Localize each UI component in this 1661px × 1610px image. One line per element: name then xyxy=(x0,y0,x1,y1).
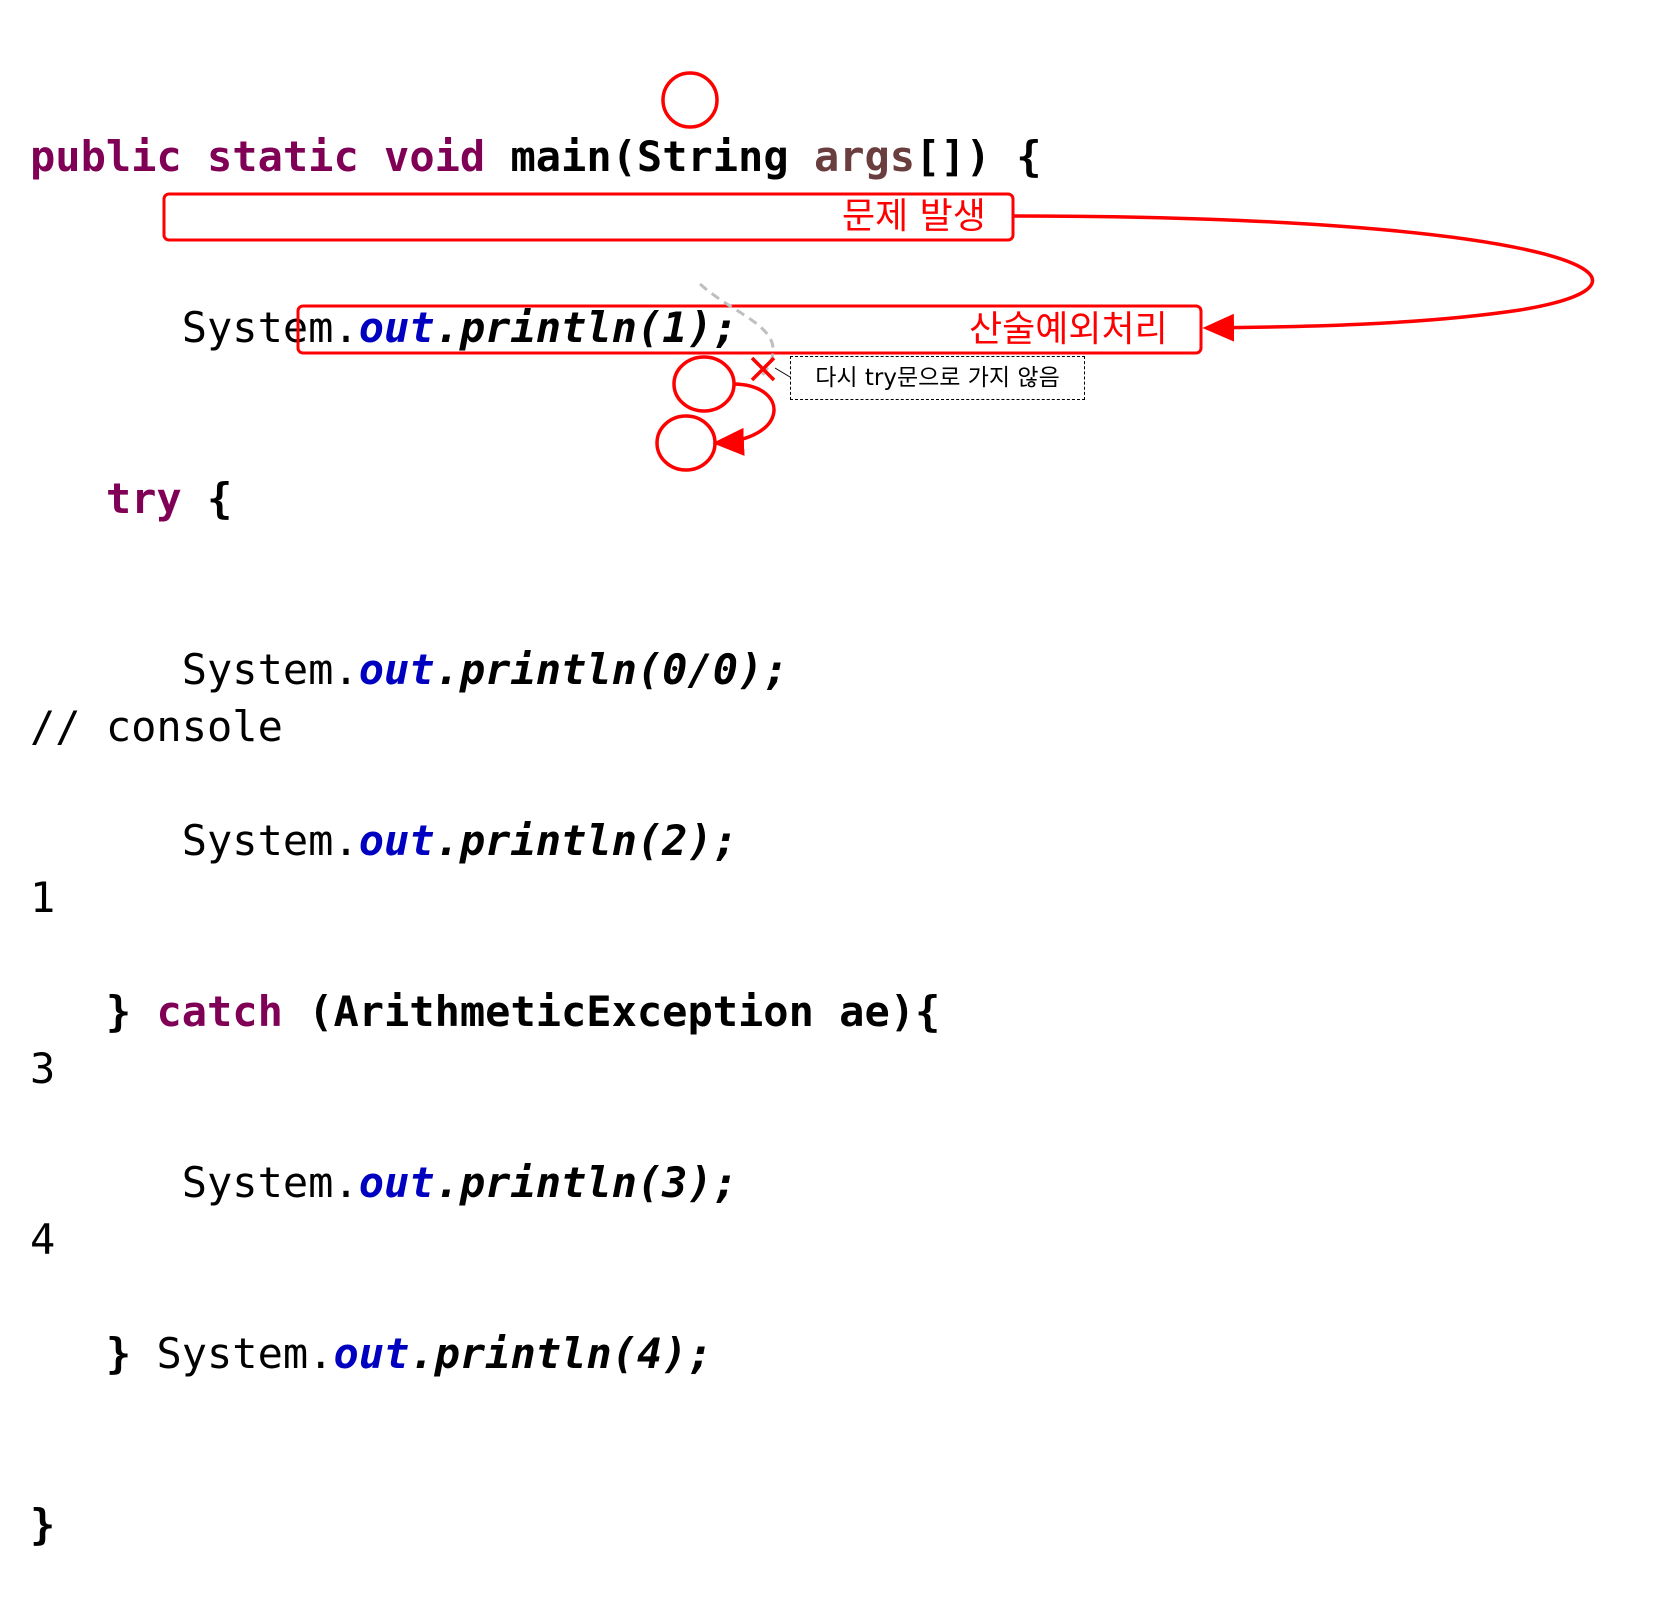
flow-arrow-3-to-4 xyxy=(712,382,776,456)
code-line-try: try { xyxy=(30,470,1042,527)
call-end: ); xyxy=(687,1158,739,1207)
keyword-public: public xyxy=(30,132,182,181)
method-signature: main(String xyxy=(510,132,789,181)
println-call: .println(0/0); xyxy=(434,645,789,694)
system-class: System. xyxy=(181,303,359,352)
closing-brace: } xyxy=(105,1329,157,1378)
keyword-try: try xyxy=(105,474,182,523)
circle-arg-3 xyxy=(672,355,736,413)
call-end: ); xyxy=(687,303,739,352)
exception-jump-arrow xyxy=(1012,214,1595,342)
println-call: .println(2); xyxy=(434,816,739,865)
circle-arg-1 xyxy=(661,71,719,129)
cross-mark-icon xyxy=(750,356,776,382)
print-arg-4: 4 xyxy=(636,1329,663,1378)
system-class: System. xyxy=(181,645,359,694)
code-line-print-4: } System.out.println(4); xyxy=(30,1325,1042,1382)
code-line-print-2: System.out.println(2); xyxy=(30,812,1042,869)
println-call: .println( xyxy=(434,1158,663,1207)
code-line-divide-by-zero: System.out.println(0/0); xyxy=(30,641,1042,698)
signature-end: []) { xyxy=(915,132,1042,181)
circle-arg-4 xyxy=(655,414,717,472)
console-comment: // console xyxy=(30,702,283,751)
console-line: 4 xyxy=(30,1215,56,1264)
no-return-note: 다시 try문으로 가지 않음 xyxy=(790,356,1085,400)
call-end: ); xyxy=(662,1329,713,1378)
problem-label: 문제 발생 xyxy=(842,196,986,237)
out-field: out xyxy=(358,303,435,352)
console-line: 3 xyxy=(30,1044,56,1093)
code-line-close: } xyxy=(30,1496,1042,1553)
catch-clause-box xyxy=(296,304,1203,355)
println-call: .println( xyxy=(409,1329,637,1378)
skipped-path xyxy=(698,282,775,379)
note-leader-line xyxy=(774,367,791,378)
code-line-print-1: System.out.println(1); xyxy=(30,299,1042,356)
system-class: System. xyxy=(156,1329,334,1378)
out-field: out xyxy=(358,816,435,865)
out-field: out xyxy=(358,1158,435,1207)
print-arg-1: 1 xyxy=(662,303,688,352)
closing-brace: } xyxy=(30,1500,56,1549)
print-arg-3: 3 xyxy=(662,1158,688,1207)
try-brace: { xyxy=(181,474,233,523)
out-field: out xyxy=(358,645,435,694)
keyword-void: void xyxy=(384,132,486,181)
annotation-overlay xyxy=(162,71,1595,472)
out-field: out xyxy=(333,1329,410,1378)
println-call: .println( xyxy=(434,303,663,352)
keyword-static: static xyxy=(207,132,359,181)
code-line-main: public static void main(String args[]) { xyxy=(30,128,1042,185)
system-class: System. xyxy=(181,816,359,865)
catch-clause: (ArithmeticException ae){ xyxy=(282,987,941,1036)
parameter-args: args xyxy=(813,132,916,181)
handling-label: 산술예외처리 xyxy=(969,309,1168,350)
